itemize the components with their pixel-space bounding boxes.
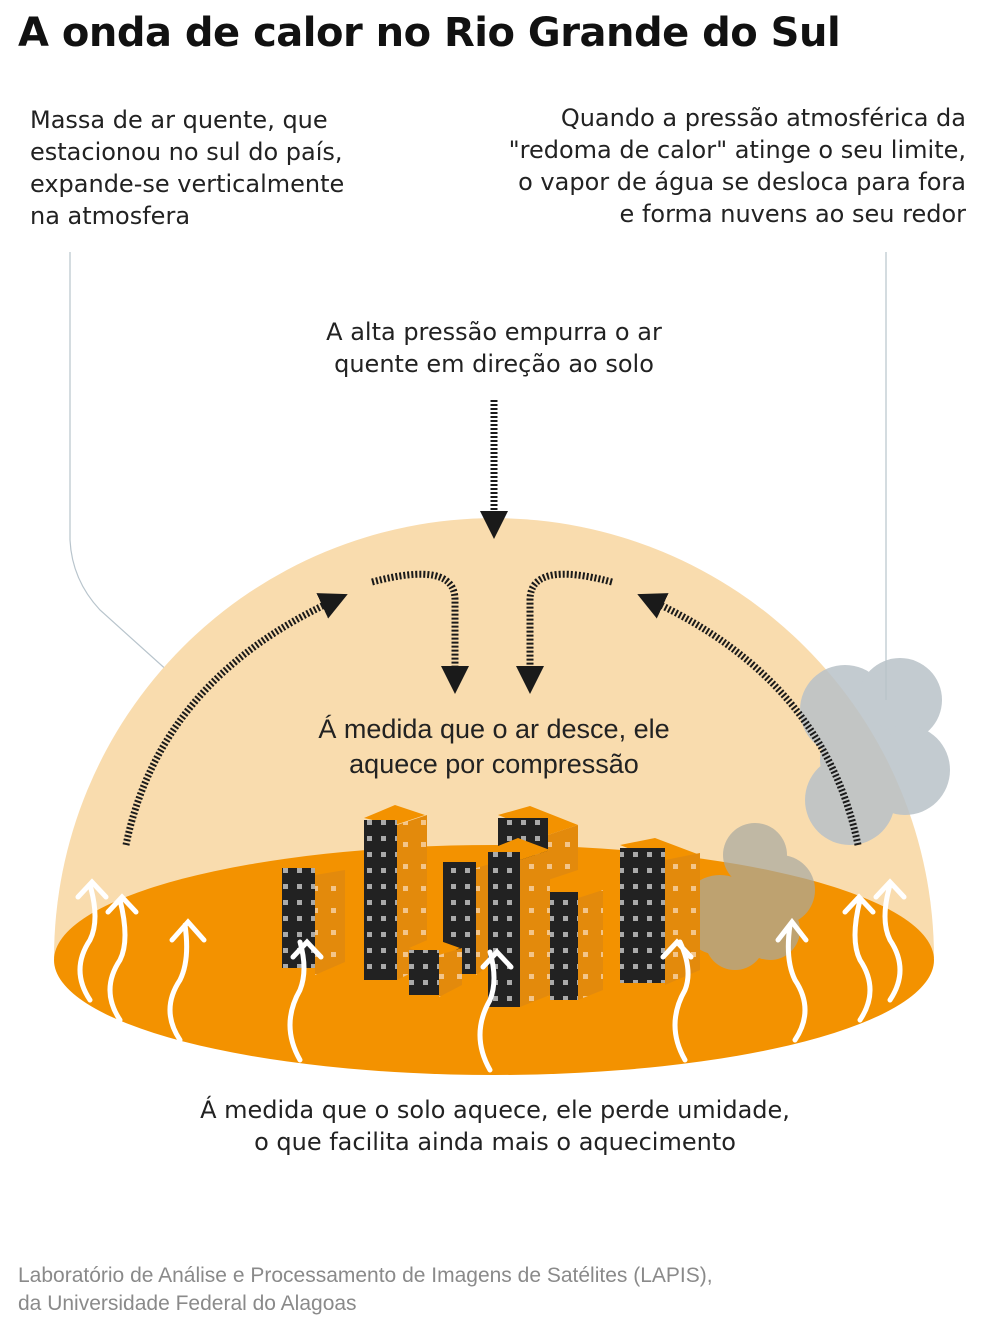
note-line: expande-se verticalmente bbox=[30, 170, 345, 198]
heat-wave-arrows bbox=[75, 878, 907, 1073]
air-flow-arrows bbox=[122, 400, 862, 846]
note-line: o que facilita ainda mais o aquecimento bbox=[254, 1128, 736, 1156]
heat-dome bbox=[54, 518, 934, 958]
note-line: estacionou no sul do país, bbox=[30, 138, 343, 166]
infographic-title: A onda de calor no Rio Grande do Sul bbox=[18, 10, 841, 56]
left-leader-line bbox=[69, 252, 201, 701]
note-line: na atmosfera bbox=[30, 202, 191, 230]
note-line: Massa de ar quente, que bbox=[30, 106, 328, 134]
note-line: Quando a pressão atmosférica da bbox=[560, 104, 966, 132]
arrow-inner-left bbox=[371, 570, 469, 694]
note-soil-moisture: Á medida que o solo aquece, ele perde um… bbox=[120, 1094, 870, 1158]
cloud-right bbox=[800, 658, 950, 845]
note-compression: Á medida que o ar desce, ele aquece por … bbox=[264, 712, 724, 782]
arrow-inner-right bbox=[516, 570, 613, 694]
note-warm-air-mass: Massa de ar quente, que estacionou no su… bbox=[30, 104, 450, 232]
note-high-pressure: A alta pressão empurra o ar quente em di… bbox=[294, 316, 694, 380]
arrow-rising-right bbox=[637, 593, 862, 846]
source-line: da Universidade Federal do Alagoas bbox=[18, 1292, 357, 1315]
note-line: aquece por compressão bbox=[349, 749, 639, 779]
note-line: Á medida que o ar desce, ele bbox=[318, 714, 670, 744]
note-line: e forma nuvens ao seu redor bbox=[619, 200, 966, 228]
note-line: quente em direção ao solo bbox=[334, 350, 654, 378]
note-line: o vapor de água se desloca para fora bbox=[518, 168, 966, 196]
note-line: Á medida que o solo aquece, ele perde um… bbox=[200, 1096, 790, 1124]
arrow-rising-left bbox=[122, 593, 348, 846]
note-line: A alta pressão empurra o ar bbox=[326, 318, 662, 346]
city-buildings bbox=[282, 805, 700, 1007]
source-credit: Laboratório de Análise e Processamento d… bbox=[18, 1262, 713, 1318]
source-line: Laboratório de Análise e Processamento d… bbox=[18, 1264, 713, 1287]
note-pressure-limit: Quando a pressão atmosférica da "redoma … bbox=[446, 102, 966, 230]
note-line: "redoma de calor" atinge o seu limite, bbox=[508, 136, 966, 164]
